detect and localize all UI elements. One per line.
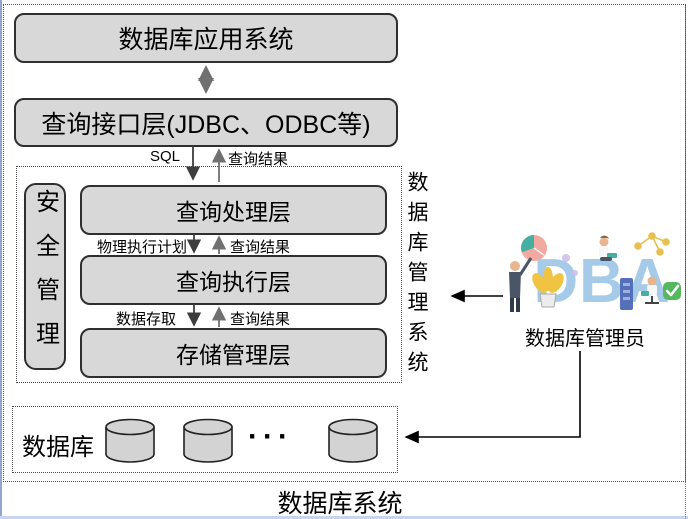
plant-icon: [532, 267, 564, 308]
query-processing-label: 查询处理层: [176, 199, 291, 225]
pie-chart-icon: [521, 235, 547, 261]
app-system-label: 数据库应用系统: [118, 26, 294, 54]
query-result-label-mid: 查询结果: [230, 239, 291, 256]
database-label: 数据库: [22, 434, 94, 461]
dba-illustration: DBA: [509, 232, 681, 316]
database-cylinder-icon: [105, 418, 155, 463]
query-result-label-bottom: 查询结果: [230, 311, 291, 328]
check-icon: [663, 282, 681, 300]
database-boundary: [12, 406, 398, 473]
storage-management-box: 存储管理层: [80, 328, 387, 378]
system-label: 数据库系统: [277, 490, 403, 518]
dba-caption: 数据库管理员: [525, 328, 645, 350]
query-interface-box: 查询接口层(JDBC、ODBC等): [14, 98, 398, 147]
page-bottom-edge: [0, 516, 688, 519]
query-interface-label: 查询接口层(JDBC、ODBC等): [41, 110, 371, 139]
network-icon: [634, 232, 670, 256]
sitting-person-right-icon: [641, 276, 659, 304]
sitting-person-top-icon: [599, 235, 617, 261]
page-left-edge: [0, 0, 2, 519]
storage-management-label: 存储管理层: [176, 342, 291, 368]
server-icon: [620, 278, 633, 310]
query-execution-box: 查询执行层: [80, 255, 387, 305]
security-management-box: 安全管理: [24, 183, 66, 370]
data-access-label: 数据存取: [116, 311, 177, 328]
query-result-label-top: 查询结果: [228, 151, 289, 168]
database-cylinder-icon: [328, 418, 378, 463]
sql-label: SQL: [150, 148, 181, 165]
physical-plan-label: 物理执行计划: [97, 239, 188, 256]
standing-person-icon: [509, 257, 533, 312]
dbms-side-label-text: 数据库管理系统: [405, 171, 428, 381]
security-management-label: 安全管理: [31, 188, 59, 365]
app-system-box: 数据库应用系统: [14, 13, 398, 63]
database-system-boundary: [3, 4, 686, 482]
query-processing-box: 查询处理层: [80, 185, 387, 235]
query-execution-label: 查询执行层: [176, 269, 291, 295]
database-cylinder-icon: [183, 418, 233, 463]
dbms-boundary: [16, 166, 402, 383]
database-ellipsis: ···: [248, 420, 293, 453]
dbms-side-label: 数据库管理系统: [402, 170, 430, 382]
